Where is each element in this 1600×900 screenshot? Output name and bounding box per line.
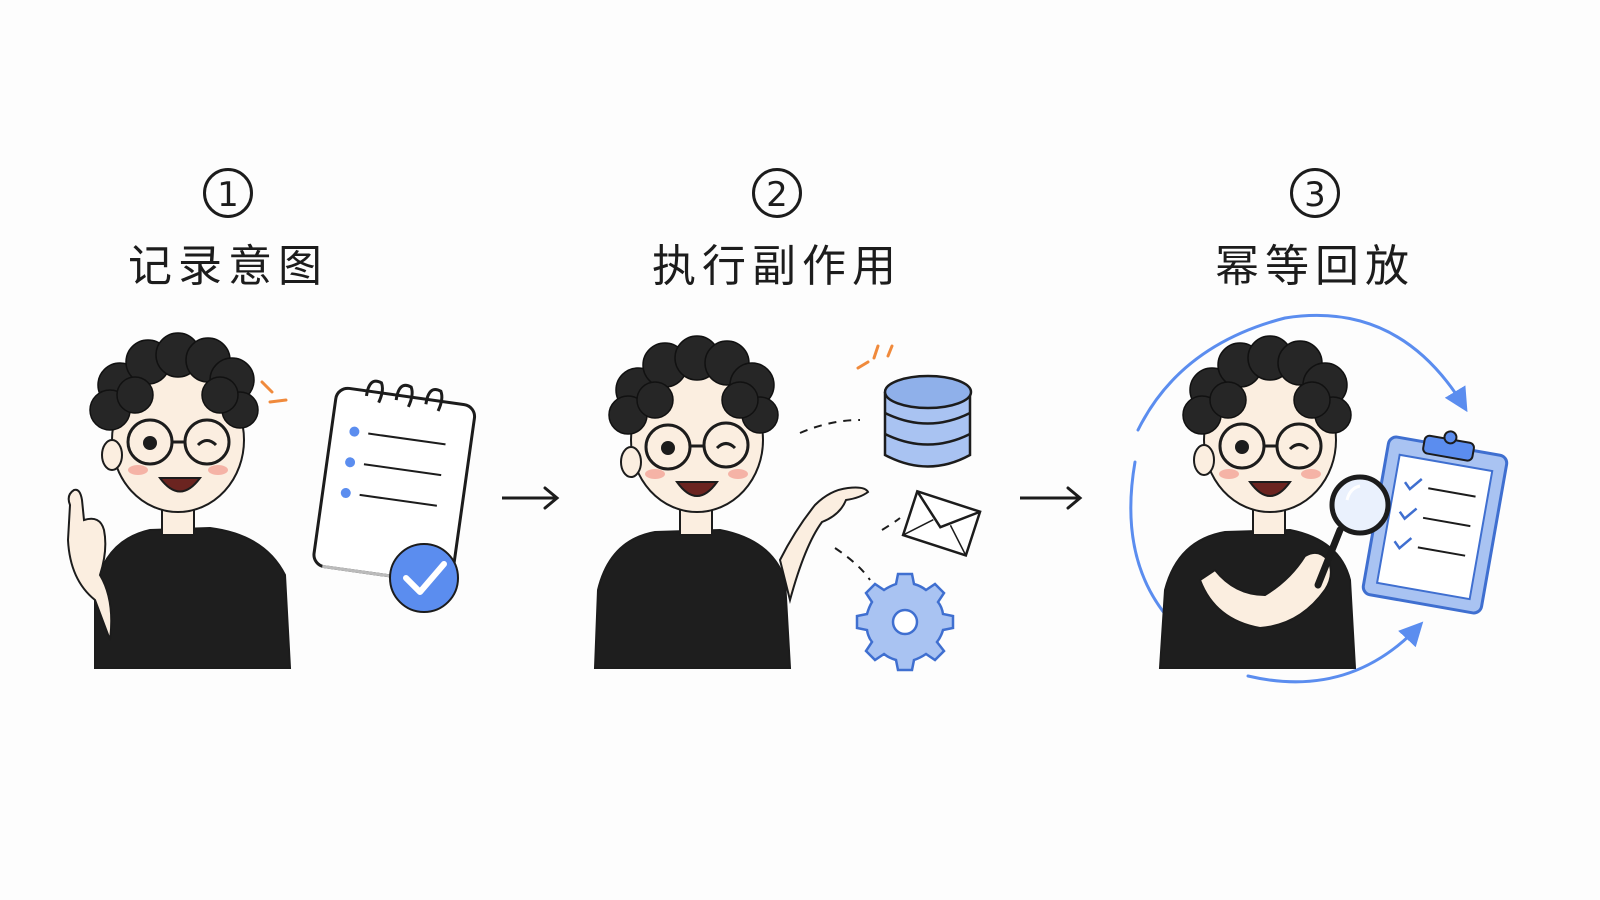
envelope-icon <box>901 489 982 558</box>
gear-icon <box>855 572 955 672</box>
magnifier-icon <box>1314 474 1391 589</box>
arrow-right-icon <box>502 486 560 510</box>
database-icon <box>856 344 973 468</box>
step-3-title: 幂等回放 <box>1215 241 1415 292</box>
clipboard-icon <box>1361 430 1509 615</box>
step-3-number: 3 <box>1290 168 1340 218</box>
character-1 <box>66 332 292 669</box>
character-3 <box>1158 335 1357 669</box>
step-1-number: 1 <box>203 168 253 218</box>
character-2 <box>593 335 870 669</box>
step-1-title: 记录意图 <box>128 241 328 292</box>
arrow-right-icon <box>1020 486 1083 510</box>
cycle-arrows-icon <box>1129 313 1468 684</box>
step-3-header: 3 幂等回放 <box>1135 168 1495 294</box>
step-2-title: 执行副作用 <box>652 241 902 292</box>
check-badge-icon <box>389 543 459 613</box>
step-2-header: 2 执行副作用 <box>597 168 957 294</box>
notepad-icon <box>312 379 477 587</box>
step-1-header: 1 记录意图 <box>48 168 408 294</box>
step-2-number: 2 <box>752 168 802 218</box>
